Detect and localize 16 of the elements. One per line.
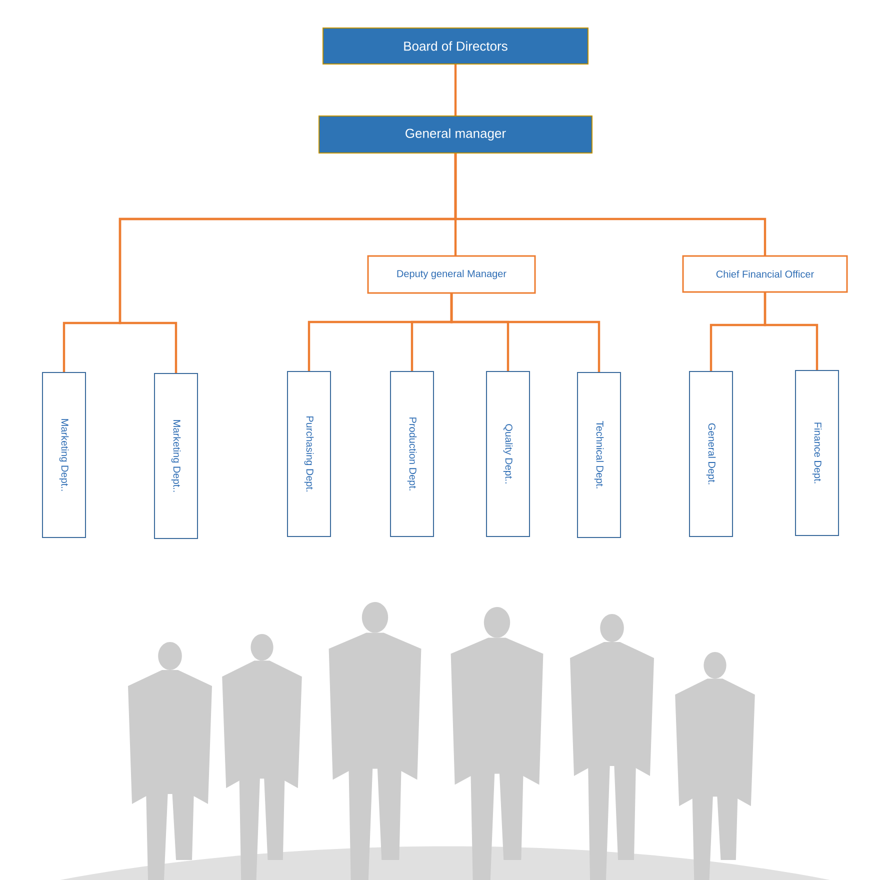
department-box: General Dept. xyxy=(689,371,733,537)
connector-line xyxy=(450,293,600,372)
department-box: Quality Dept.. xyxy=(486,371,530,537)
connector-line xyxy=(454,153,766,256)
connector-line xyxy=(764,292,818,370)
department-box: Purchasing Dept. xyxy=(287,371,331,537)
position-box: Deputy general Manager xyxy=(367,255,536,294)
title-box: Board of Directors xyxy=(322,28,588,64)
position-box: Chief Financial Officer xyxy=(682,255,848,293)
department-box: Marketing Dept.. xyxy=(42,372,86,538)
department-box: Finance Dept. xyxy=(795,370,840,536)
department-box: Marketing Dept.. xyxy=(154,373,198,539)
title-box: General manager xyxy=(318,116,592,154)
connector-line xyxy=(454,64,457,116)
department-box: Production Dept. xyxy=(390,371,434,537)
department-box: Technical Dept. xyxy=(577,372,621,538)
